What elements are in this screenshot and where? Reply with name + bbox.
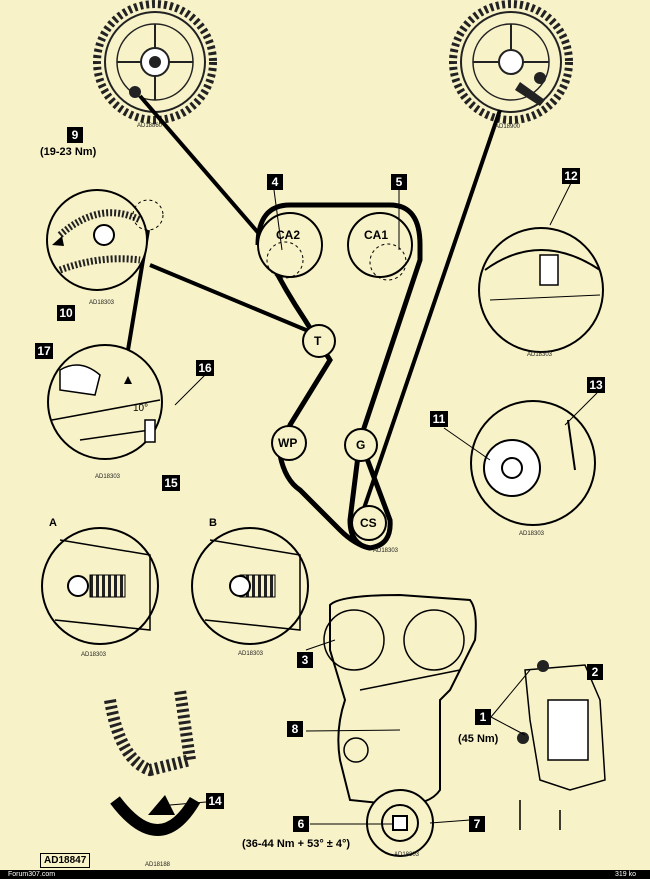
marker-6: 6 xyxy=(293,816,309,832)
angle-label: 10° xyxy=(133,403,149,414)
leader-lines xyxy=(169,182,598,825)
marker-4: 4 xyxy=(267,174,283,190)
ref-code: AD18900 xyxy=(495,124,521,130)
detail-b xyxy=(191,527,309,645)
cam-position-detail xyxy=(478,227,604,353)
marker-1: 1 xyxy=(475,709,491,725)
pulley-g-label: G xyxy=(356,438,366,452)
marker-10: 10 xyxy=(57,305,75,321)
marker-7: 7 xyxy=(469,816,485,832)
torque-6: (36-44 Nm + 53° ± 4°) xyxy=(242,838,351,850)
pulley-ca1-label: CA1 xyxy=(364,228,389,242)
footer-right: 319 ko xyxy=(614,871,636,878)
marker-16: 16 xyxy=(196,360,214,376)
ref-code: AD18188 xyxy=(145,862,171,868)
marker-17: 17 xyxy=(35,343,53,359)
tensioner-detail xyxy=(46,189,164,291)
ref-code: AD18303 xyxy=(519,531,545,537)
ref-code: AD18303 xyxy=(373,548,399,554)
marker-5: 5 xyxy=(391,174,407,190)
pulley-t-label: T xyxy=(314,334,322,348)
marker-11: 11 xyxy=(430,411,448,427)
view-a-label: A xyxy=(49,517,57,529)
marker-15: 15 xyxy=(162,475,180,491)
camshaft-sprocket-left xyxy=(93,0,217,124)
ref-code: AD18303 xyxy=(394,852,420,858)
ref-code: AD18303 xyxy=(95,474,121,480)
marker-12: 12 xyxy=(562,168,580,184)
pulley-ca2-label: CA2 xyxy=(276,228,301,242)
marker-3: 3 xyxy=(297,652,313,668)
footer-left: Forum307.com xyxy=(8,871,56,878)
ref-code: AD18860 xyxy=(137,123,163,129)
figure-reference: AD18847 xyxy=(40,853,91,868)
belt-routing xyxy=(255,202,423,551)
camshaft-sprocket-right xyxy=(449,0,573,124)
setting-detail xyxy=(47,344,163,460)
ref-code: AD18303 xyxy=(81,652,107,658)
torque-1: (45 Nm) xyxy=(458,733,499,745)
timing-cover xyxy=(323,593,477,807)
marker-9: 9 xyxy=(67,127,83,143)
pulley-cs-label: CS xyxy=(360,516,377,530)
ref-code: AD18303 xyxy=(527,352,553,358)
tensioner-pulley-detail xyxy=(470,400,596,526)
marker-14: 14 xyxy=(206,793,224,809)
view-b-label: B xyxy=(209,517,217,529)
belt-sample xyxy=(104,689,201,836)
ref-code: AD18303 xyxy=(89,300,115,306)
engine-mount xyxy=(517,660,606,830)
pulley-wp-label: WP xyxy=(278,436,298,450)
belt-lines xyxy=(126,94,502,521)
torque-9: (19-23 Nm) xyxy=(40,146,97,158)
marker-13: 13 xyxy=(587,377,605,393)
crankshaft-pulley xyxy=(366,789,434,857)
marker-2: 2 xyxy=(587,664,603,680)
footer-bar: Forum307.com 319 ko xyxy=(0,870,650,879)
marker-8: 8 xyxy=(287,721,303,737)
ref-code: AD18303 xyxy=(238,651,264,657)
detail-a xyxy=(41,527,159,645)
